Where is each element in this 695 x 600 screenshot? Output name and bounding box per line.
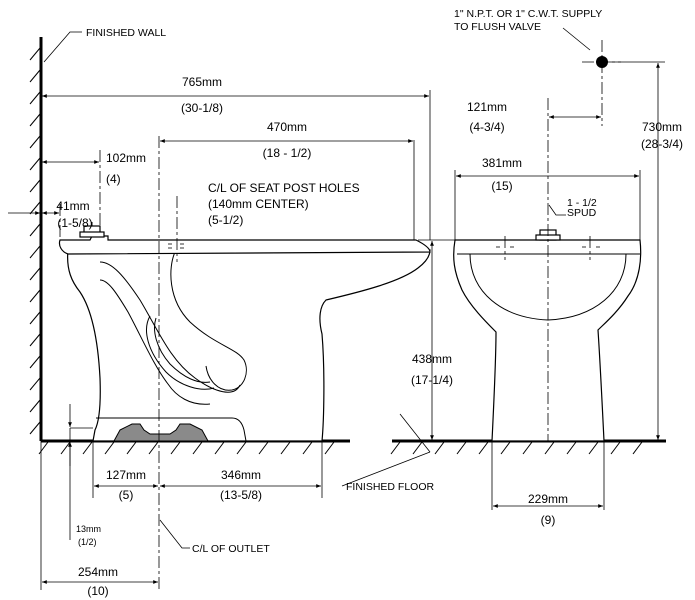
overall-length-in: (30-1/8) xyxy=(181,101,223,115)
floor-hatch-mark xyxy=(456,441,467,455)
rough-in-in: (10) xyxy=(87,584,108,598)
floor-hatch-mark xyxy=(60,441,71,455)
rim-height-mm: 438mm xyxy=(412,352,452,366)
floor-hatch-mark xyxy=(236,441,247,455)
floor-hatch-mark xyxy=(434,441,445,455)
floor-hatch-mark xyxy=(544,441,555,455)
wall-hatch-mark xyxy=(29,135,41,149)
floor-front-view xyxy=(390,439,666,455)
supply-height-in: (28-3/4) xyxy=(641,137,683,151)
floor-hatch-mark xyxy=(82,441,93,455)
supply-connection-marker xyxy=(596,56,608,68)
wall-hatch-mark xyxy=(29,91,41,105)
toilet-side-view xyxy=(58,222,431,442)
wall-hatch-mark xyxy=(29,421,41,435)
wall-hatch-mark xyxy=(29,201,41,215)
rough-in-mm: 254mm xyxy=(78,565,118,579)
wall-to-spud-mm: 102mm xyxy=(106,151,146,165)
supply-label-line1: 1" N.P.T. OR 1" C.W.T. SUPPLY xyxy=(454,8,602,20)
annotations: FINISHED WALL 1" N.P.T. OR 1" C.W.T. SUP… xyxy=(56,8,683,598)
wall-hatch-mark xyxy=(29,157,41,171)
base-width-in: (9) xyxy=(541,513,556,527)
supply-offset-in: (4-3/4) xyxy=(469,120,504,134)
floor-hatch-mark xyxy=(610,441,621,455)
rim-height-in: (17-1/4) xyxy=(411,373,453,387)
base-rear-in: (13-5/8) xyxy=(220,488,262,502)
floor-offset-mm: 13mm xyxy=(76,524,101,534)
floor-hatch-mark xyxy=(126,441,137,455)
floor-hatch-mark xyxy=(522,441,533,455)
wall-hatch-mark xyxy=(29,311,41,325)
wall-hatch-mark xyxy=(29,267,41,281)
spud-label-line2: SPUD xyxy=(567,207,597,219)
wall-hatch-mark xyxy=(29,223,41,237)
seat-post-label-line2: (140mm CENTER) xyxy=(208,197,309,211)
dimension-lines xyxy=(8,63,660,584)
floor-hatch-mark xyxy=(280,441,291,455)
spud-label-line1: 1 - 1/2 xyxy=(567,197,597,209)
wall-to-spud-in: (4) xyxy=(106,172,121,186)
bowl-width-in: (15) xyxy=(491,179,512,193)
wall-hatch-mark xyxy=(29,113,41,127)
base-rear-mm: 346mm xyxy=(221,468,261,482)
wall-hatch-mark xyxy=(29,69,41,83)
base-front-in: (5) xyxy=(119,488,134,502)
floor-hatch-mark xyxy=(170,441,181,455)
toilet-front-view xyxy=(453,229,642,442)
seat-post-label-line3: (5-1/2) xyxy=(208,213,243,227)
wall-hatch-mark xyxy=(29,355,41,369)
floor-hatch-mark xyxy=(500,441,511,455)
floor-hatch-mark xyxy=(214,441,225,455)
finished-wall-label: FINISHED WALL xyxy=(86,27,166,39)
floor-side-view xyxy=(38,439,350,455)
wall-hatch-mark xyxy=(29,47,41,61)
floor-hatch-mark xyxy=(588,441,599,455)
floor-hatch-mark xyxy=(390,441,401,455)
wall-to-seat-mm: 41mm xyxy=(56,199,89,213)
wall-hatch-mark xyxy=(29,377,41,391)
base-width-mm: 229mm xyxy=(528,492,568,506)
floor-hatch-mark xyxy=(192,441,203,455)
floor-hatch-mark xyxy=(324,441,335,455)
wall-hatch-mark xyxy=(29,333,41,347)
supply-offset-mm: 121mm xyxy=(467,100,507,114)
centerlines xyxy=(59,40,622,590)
outlet-to-front-mm: 470mm xyxy=(267,120,307,134)
floor-hatch-mark xyxy=(412,441,423,455)
supply-label-line2: TO FLUSH VALVE xyxy=(454,21,541,33)
wall-hatch-mark xyxy=(29,289,41,303)
wall-hatch-mark xyxy=(29,245,41,259)
outlet-to-front-in: (18 - 1/2) xyxy=(263,146,312,160)
wall-to-seat-in: (1-5/8) xyxy=(57,216,92,230)
floor-hatch-mark xyxy=(302,441,313,455)
bowl-width-mm: 381mm xyxy=(482,156,522,170)
floor-hatch-mark xyxy=(478,441,489,455)
leader-lines xyxy=(43,27,591,549)
base-front-mm: 127mm xyxy=(106,468,146,482)
supply-height-mm: 730mm xyxy=(642,120,682,134)
floor-hatch-mark xyxy=(258,441,269,455)
cl-outlet-label: C/L OF OUTLET xyxy=(192,543,270,555)
floor-hatch-mark xyxy=(104,441,115,455)
floor-hatch-mark xyxy=(148,441,159,455)
wall-hatch-mark xyxy=(29,179,41,193)
wall-hatch-mark xyxy=(29,399,41,413)
finished-wall xyxy=(29,37,43,441)
floor-hatch-mark xyxy=(38,441,49,455)
floor-hatch-mark xyxy=(632,441,643,455)
seat-post-label-line1: C/L OF SEAT POST HOLES xyxy=(208,181,360,195)
floor-offset-in: (1/2) xyxy=(78,537,97,547)
extension-lines xyxy=(40,61,665,590)
floor-hatch-mark xyxy=(566,441,577,455)
finished-floor-label: FINISHED FLOOR xyxy=(346,481,435,493)
overall-length-mm: 765mm xyxy=(182,75,222,89)
